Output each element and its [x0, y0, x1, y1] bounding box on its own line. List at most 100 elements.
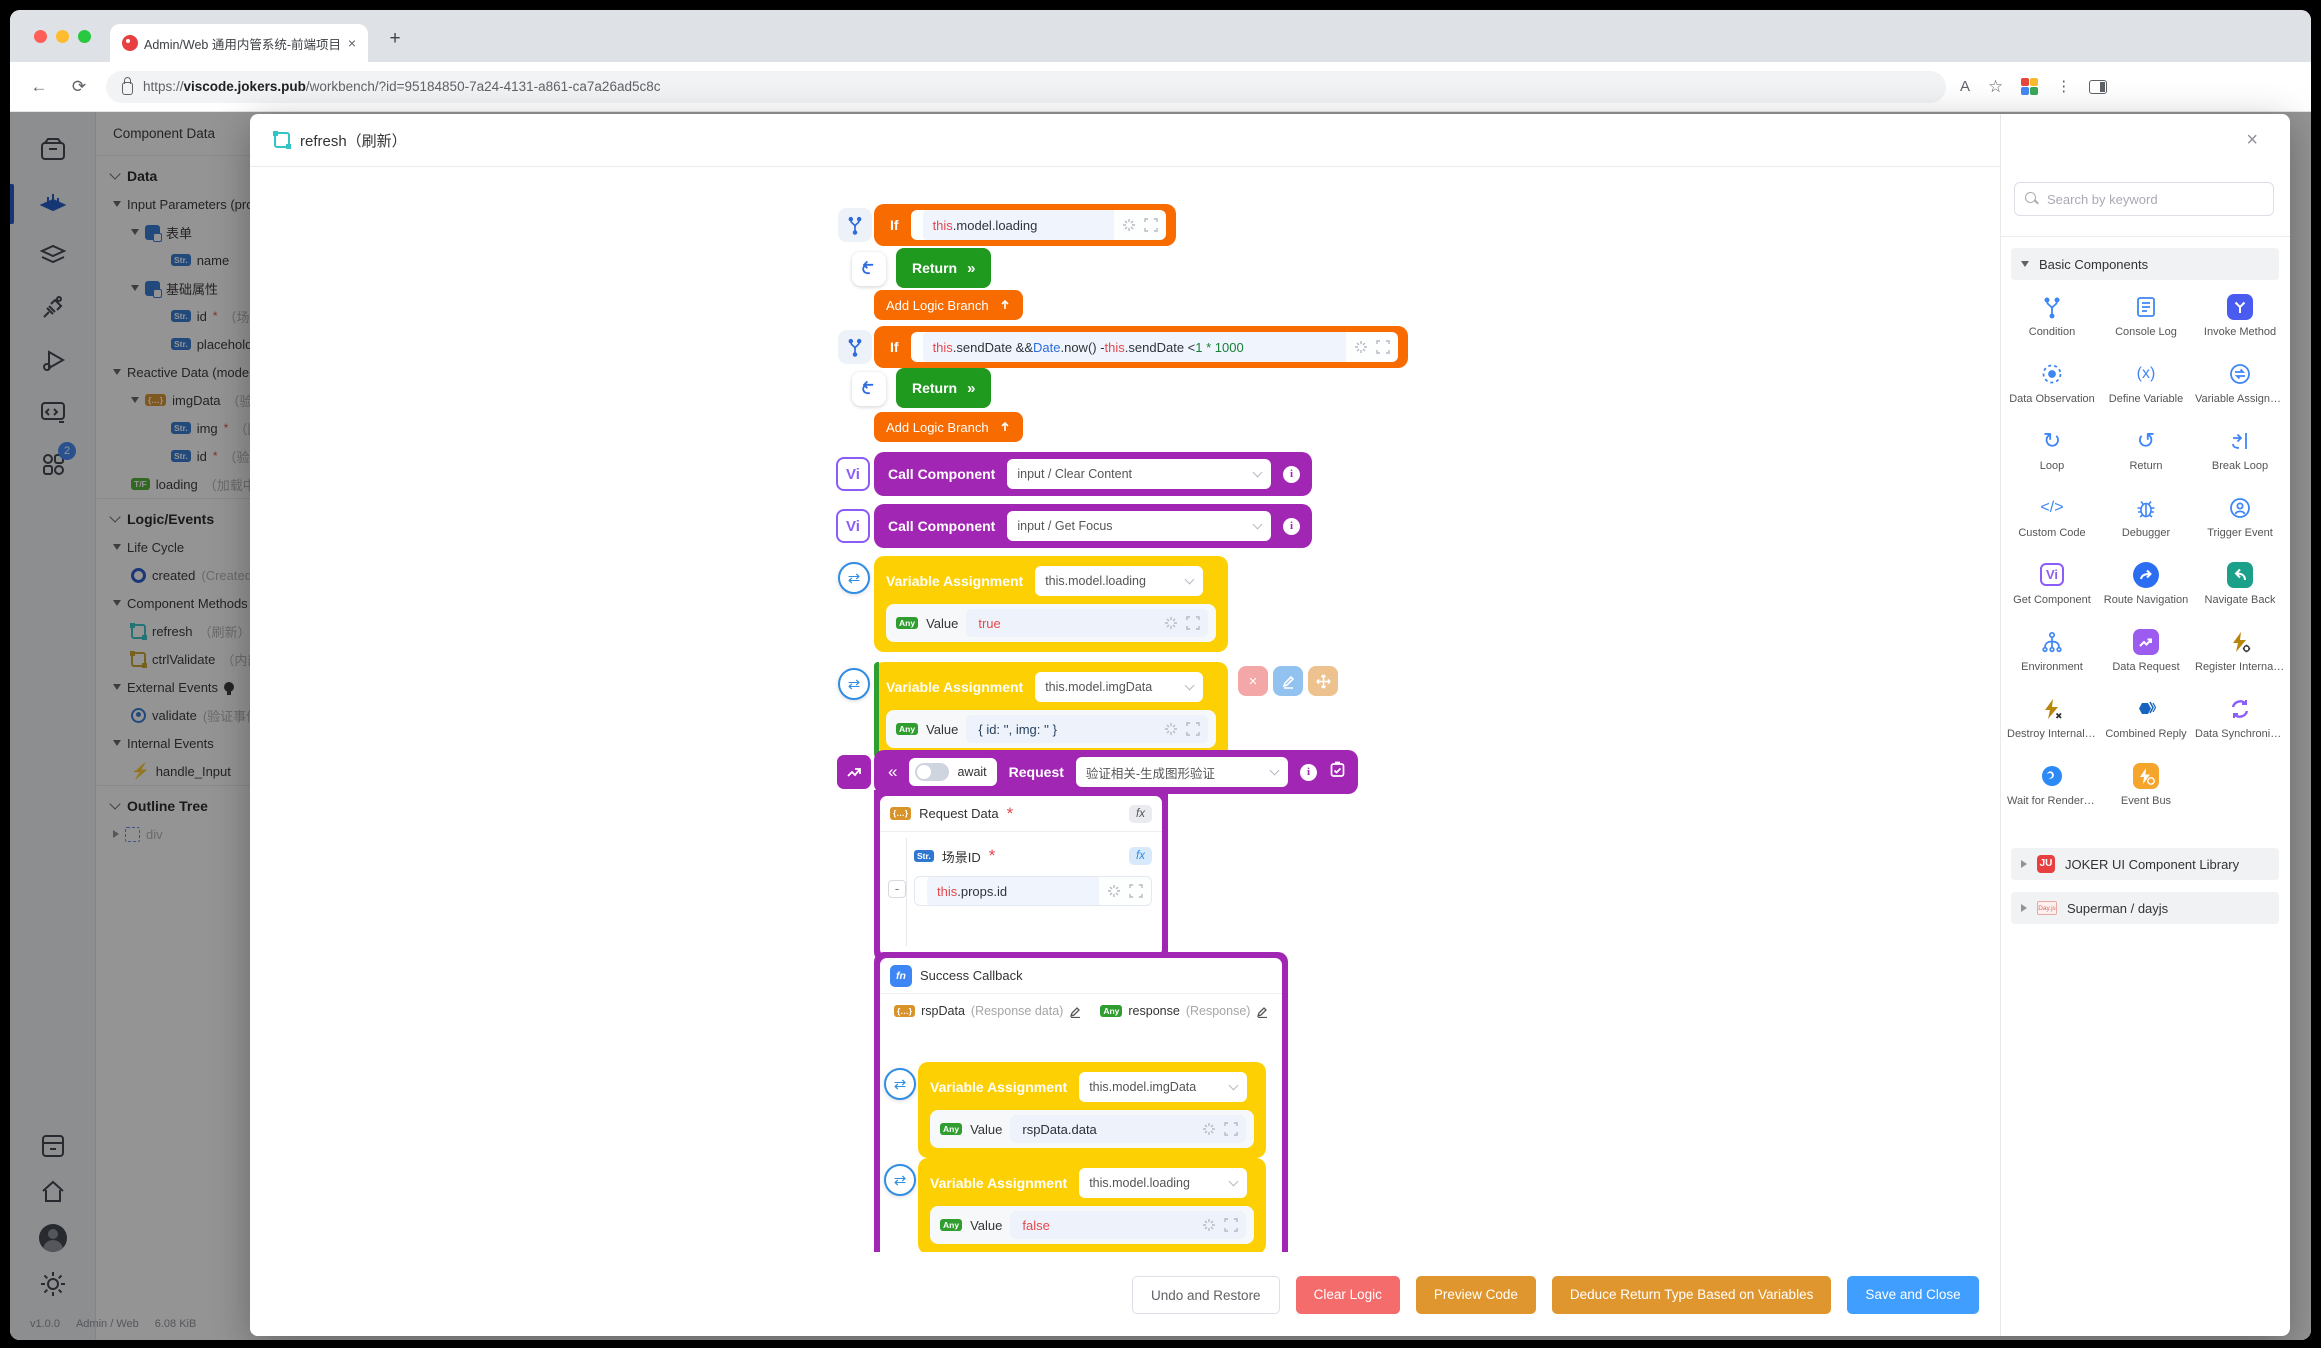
- palette-item-return[interactable]: ↺Return: [2129, 427, 2163, 472]
- fx-toggle[interactable]: fx: [1129, 804, 1152, 823]
- return-block-1[interactable]: Return»: [896, 248, 992, 288]
- palette-item-debugger[interactable]: Debugger: [2099, 483, 2193, 550]
- info-icon[interactable]: i: [1283, 465, 1300, 483]
- palette-item-variable-assignment[interactable]: Variable Assignm…: [2193, 349, 2287, 416]
- user-avatar[interactable]: [39, 1224, 67, 1252]
- request-api-dropdown[interactable]: 验证相关-生成图形验证: [1075, 757, 1288, 787]
- palette-item-combined-reply[interactable]: Combined Reply: [2099, 684, 2193, 751]
- expand-icon[interactable]: [1186, 616, 1200, 630]
- info-icon[interactable]: i: [1283, 517, 1300, 535]
- target-variable-dropdown[interactable]: this.model.loading: [1079, 1168, 1248, 1198]
- sparkle-icon[interactable]: [1164, 616, 1178, 630]
- tree-item-div[interactable]: div: [97, 820, 317, 848]
- variable-assignment-block-1[interactable]: Variable Assignment this.model.loading A…: [874, 556, 1228, 652]
- expand-icon[interactable]: [1376, 340, 1390, 354]
- tree-item-life-cycle[interactable]: Life Cycle: [97, 533, 317, 561]
- tree-item-handle-input[interactable]: ⚡handle_Input: [131, 763, 231, 780]
- close-icon[interactable]: ×: [2246, 129, 2258, 151]
- tree-item-created[interactable]: created(Created): [97, 561, 317, 589]
- search-input[interactable]: [2047, 191, 2263, 207]
- layers-icon[interactable]: [37, 238, 69, 270]
- tree-item-validate[interactable]: validate(验证事件): [97, 701, 317, 729]
- bookmark-star-icon[interactable]: ☆: [1988, 76, 2004, 96]
- if-condition-input[interactable]: this.model.loading: [910, 210, 1166, 240]
- home-icon[interactable]: [37, 1176, 69, 1208]
- palette-item-navigate-back[interactable]: Navigate Back: [2193, 550, 2287, 617]
- save-and-close-button[interactable]: Save and Close: [1847, 1276, 1979, 1314]
- variable-assignment-block-2[interactable]: Variable Assignment this.model.imgData A…: [874, 662, 1228, 758]
- palette-item-condition[interactable]: Condition: [2005, 282, 2099, 349]
- sparkle-icon[interactable]: [1122, 218, 1136, 232]
- preview-code-button[interactable]: Preview Code: [1415, 1276, 1536, 1314]
- request-block[interactable]: « await Request 验证相关-生成图形验证 i: [874, 750, 1358, 794]
- target-variable-dropdown[interactable]: this.model.imgData: [1035, 672, 1204, 702]
- call-component-block-1[interactable]: Call Component input / Clear Content i: [874, 452, 1312, 496]
- await-toggle[interactable]: [915, 763, 950, 781]
- palette-item-event-bus[interactable]: Event Bus: [2099, 751, 2193, 818]
- text-size-icon[interactable]: A: [1960, 77, 1971, 95]
- field-value-input[interactable]: this.props.id: [914, 876, 1152, 906]
- save-box-icon[interactable]: [37, 1130, 69, 1162]
- sparkle-icon[interactable]: [1164, 722, 1178, 736]
- deduce-return-type-button[interactable]: Deduce Return Type Based on Variables: [1551, 1276, 1832, 1314]
- side-panel-icon[interactable]: [2089, 79, 2108, 94]
- return-block-2[interactable]: Return»: [896, 368, 992, 408]
- if-block-1[interactable]: If this.model.loading: [874, 204, 1176, 246]
- section-data[interactable]: Data: [97, 155, 317, 190]
- clear-logic-button[interactable]: Clear Logic: [1295, 1276, 1400, 1314]
- traffic-light-close[interactable]: [34, 30, 47, 43]
- browser-tab[interactable]: Admin/Web 通用内管系统-前端项目 ×: [110, 24, 368, 62]
- palette-item-custom-code[interactable]: </>Custom Code: [2005, 483, 2099, 550]
- sparkle-icon[interactable]: [1107, 884, 1121, 898]
- palette-item-trigger-event[interactable]: Trigger Event: [2193, 483, 2287, 550]
- edit-block-icon[interactable]: [1273, 666, 1303, 696]
- value-input[interactable]: { id: '', img: '' }: [966, 715, 1208, 743]
- if-block-2[interactable]: If this.sendDate && Date.now() - this.se…: [874, 326, 1408, 368]
- extensions-icon[interactable]: [2021, 78, 2039, 95]
- palette-item-destroy-internal[interactable]: Destroy Internal …: [2005, 684, 2099, 751]
- fx-toggle[interactable]: fx: [1129, 847, 1152, 865]
- component-method-dropdown[interactable]: input / Clear Content: [1007, 459, 1271, 489]
- tree-item-refresh[interactable]: refresh（刷新）: [97, 617, 317, 645]
- undo-and-restore-button[interactable]: Undo and Restore: [1132, 1276, 1280, 1314]
- traffic-light-minimize[interactable]: [56, 30, 69, 43]
- palette-search[interactable]: [2014, 182, 2274, 216]
- section-superman-dayjs[interactable]: Day.js Superman / dayjs: [2011, 892, 2279, 924]
- add-logic-branch-button-2[interactable]: Add Logic Branch: [874, 412, 1023, 442]
- if-condition-input[interactable]: this.sendDate && Date.now() - this.sendD…: [910, 332, 1398, 362]
- tree-item-component-methods[interactable]: Component Methods: [97, 589, 317, 617]
- variable-assignment-block-3[interactable]: Variable Assignment this.model.imgData A…: [918, 1062, 1266, 1158]
- tree-item-name[interactable]: Str.name: [97, 246, 317, 274]
- plugins-icon[interactable]: [37, 292, 69, 324]
- palette-item-data-observation[interactable]: Data Observation: [2005, 349, 2099, 416]
- reload-icon[interactable]: ⟳: [71, 76, 87, 96]
- expand-icon[interactable]: [1224, 1122, 1238, 1136]
- expand-icon[interactable]: [1144, 218, 1158, 232]
- back-icon[interactable]: ←: [30, 76, 48, 96]
- section-logic-events[interactable]: Logic/Events: [97, 498, 317, 533]
- palette-item-console-log[interactable]: Console Log: [2099, 282, 2193, 349]
- add-logic-branch-button-1[interactable]: Add Logic Branch: [874, 290, 1023, 320]
- palette-item-data-request[interactable]: Data Request: [2099, 617, 2193, 684]
- logic-canvas[interactable]: If this.model.loading Return» Add Logic …: [250, 167, 2000, 1252]
- variable-assignment-block-4[interactable]: Variable Assignment this.model.loading A…: [918, 1158, 1266, 1252]
- traffic-light-maximize[interactable]: [78, 30, 91, 43]
- run-debug-icon[interactable]: [37, 344, 69, 376]
- palette-item-break-loop[interactable]: Break Loop: [2193, 416, 2287, 483]
- pencil-icon[interactable]: [1069, 1005, 1082, 1018]
- remove-field-button[interactable]: -: [888, 880, 906, 898]
- palette-item-data-synchronization[interactable]: Data Synchroniza…: [2193, 684, 2287, 751]
- target-variable-dropdown[interactable]: this.model.loading: [1035, 566, 1204, 596]
- pencil-icon[interactable]: [1256, 1005, 1269, 1018]
- call-component-block-2[interactable]: Call Component input / Get Focus i: [874, 504, 1312, 548]
- value-input[interactable]: false: [1010, 1211, 1246, 1239]
- new-tab-button[interactable]: +: [389, 28, 401, 49]
- sparkle-icon[interactable]: [1354, 340, 1368, 354]
- palette-item-invoke-method[interactable]: Invoke Method: [2193, 282, 2287, 349]
- collapse-icon[interactable]: «: [888, 762, 898, 781]
- expand-icon[interactable]: [1224, 1218, 1238, 1232]
- expand-icon[interactable]: [1186, 722, 1200, 736]
- palette-item-loop[interactable]: ↻Loop: [2039, 427, 2065, 472]
- drawer-icon[interactable]: [37, 134, 69, 166]
